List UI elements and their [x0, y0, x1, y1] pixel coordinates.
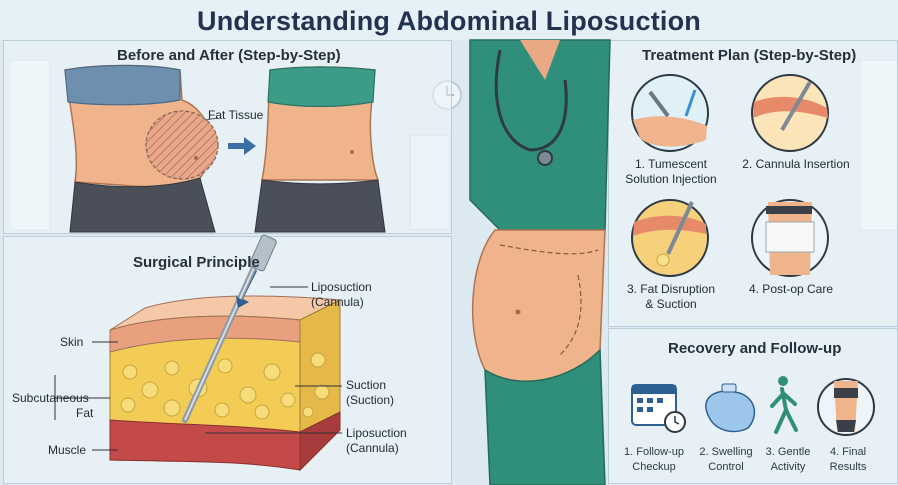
arrow-right-icon [228, 137, 256, 155]
suction-label: Suction [346, 378, 387, 392]
leader-lines [54, 286, 342, 451]
fat-tissue-label: Fat Tissue [208, 108, 264, 122]
step-2-caption: 2. Cannula Insertion [742, 157, 850, 171]
suction-label-sub: (Suction) [346, 393, 395, 407]
recovery-2-line2: Control [708, 461, 744, 473]
recovery-icepack [705, 383, 756, 433]
recovery-1-line2: Checkup [632, 461, 676, 473]
recovery-3-line2: Activity [770, 461, 806, 473]
step-3-caption-line1: 3. Fat Disruption [626, 282, 716, 296]
step-3-caption-line2: & Suction [645, 297, 697, 311]
doctor-figure [469, 39, 611, 485]
subcutaneous-label: Subcutaneous [12, 391, 89, 405]
before-after-heading: Before and After (Step-by-Step) [117, 47, 341, 64]
before-torso [64, 64, 219, 233]
cannula-label-bottom-sub: (Cannula) [346, 441, 399, 455]
skin-label: Skin [60, 335, 84, 349]
muscle-label: Muscle [48, 443, 87, 457]
suction-arrow-icon [236, 270, 257, 308]
recovery-results [817, 378, 875, 436]
step-4-caption: 4. Post-op Care [748, 282, 834, 296]
cannula-label-top-sub: (Cannula) [311, 295, 364, 309]
stethoscope-icon [537, 150, 553, 166]
recovery-4-line1: 4. Final [829, 446, 867, 458]
recovery-heading: Recovery and Follow-up [668, 340, 842, 357]
recovery-4-line2: Results [829, 461, 867, 473]
step-3-illustration [631, 199, 709, 277]
treatment-plan-heading: Treatment Plan (Step-by-Step) [642, 47, 857, 64]
recovery-walker [770, 376, 798, 434]
step-1-caption-line2: Solution Injection [625, 172, 717, 186]
surgical-principle-heading: Surgical Principle [133, 254, 260, 271]
step-1-illustration [631, 74, 709, 152]
fat-tissue-area [145, 110, 219, 180]
step-4-illustration [751, 199, 829, 277]
step-1-caption-line1: 1. Tumescent [634, 157, 708, 171]
step-2-illustration [751, 74, 829, 152]
recovery-1-line1: 1. Follow-up [624, 446, 684, 458]
recovery-calendar [631, 384, 686, 433]
recovery-3-line1: 3. Gentle [765, 446, 811, 458]
recovery-2-line1: 2. Swelling [699, 446, 753, 458]
fat-label: Fat [76, 406, 94, 420]
cannula-label-top: Liposuction [311, 280, 372, 294]
cannula-label-bottom: Liposuction [346, 426, 407, 440]
after-torso [254, 66, 386, 233]
main-title: Understanding Abdominal Liposuction [197, 6, 701, 36]
